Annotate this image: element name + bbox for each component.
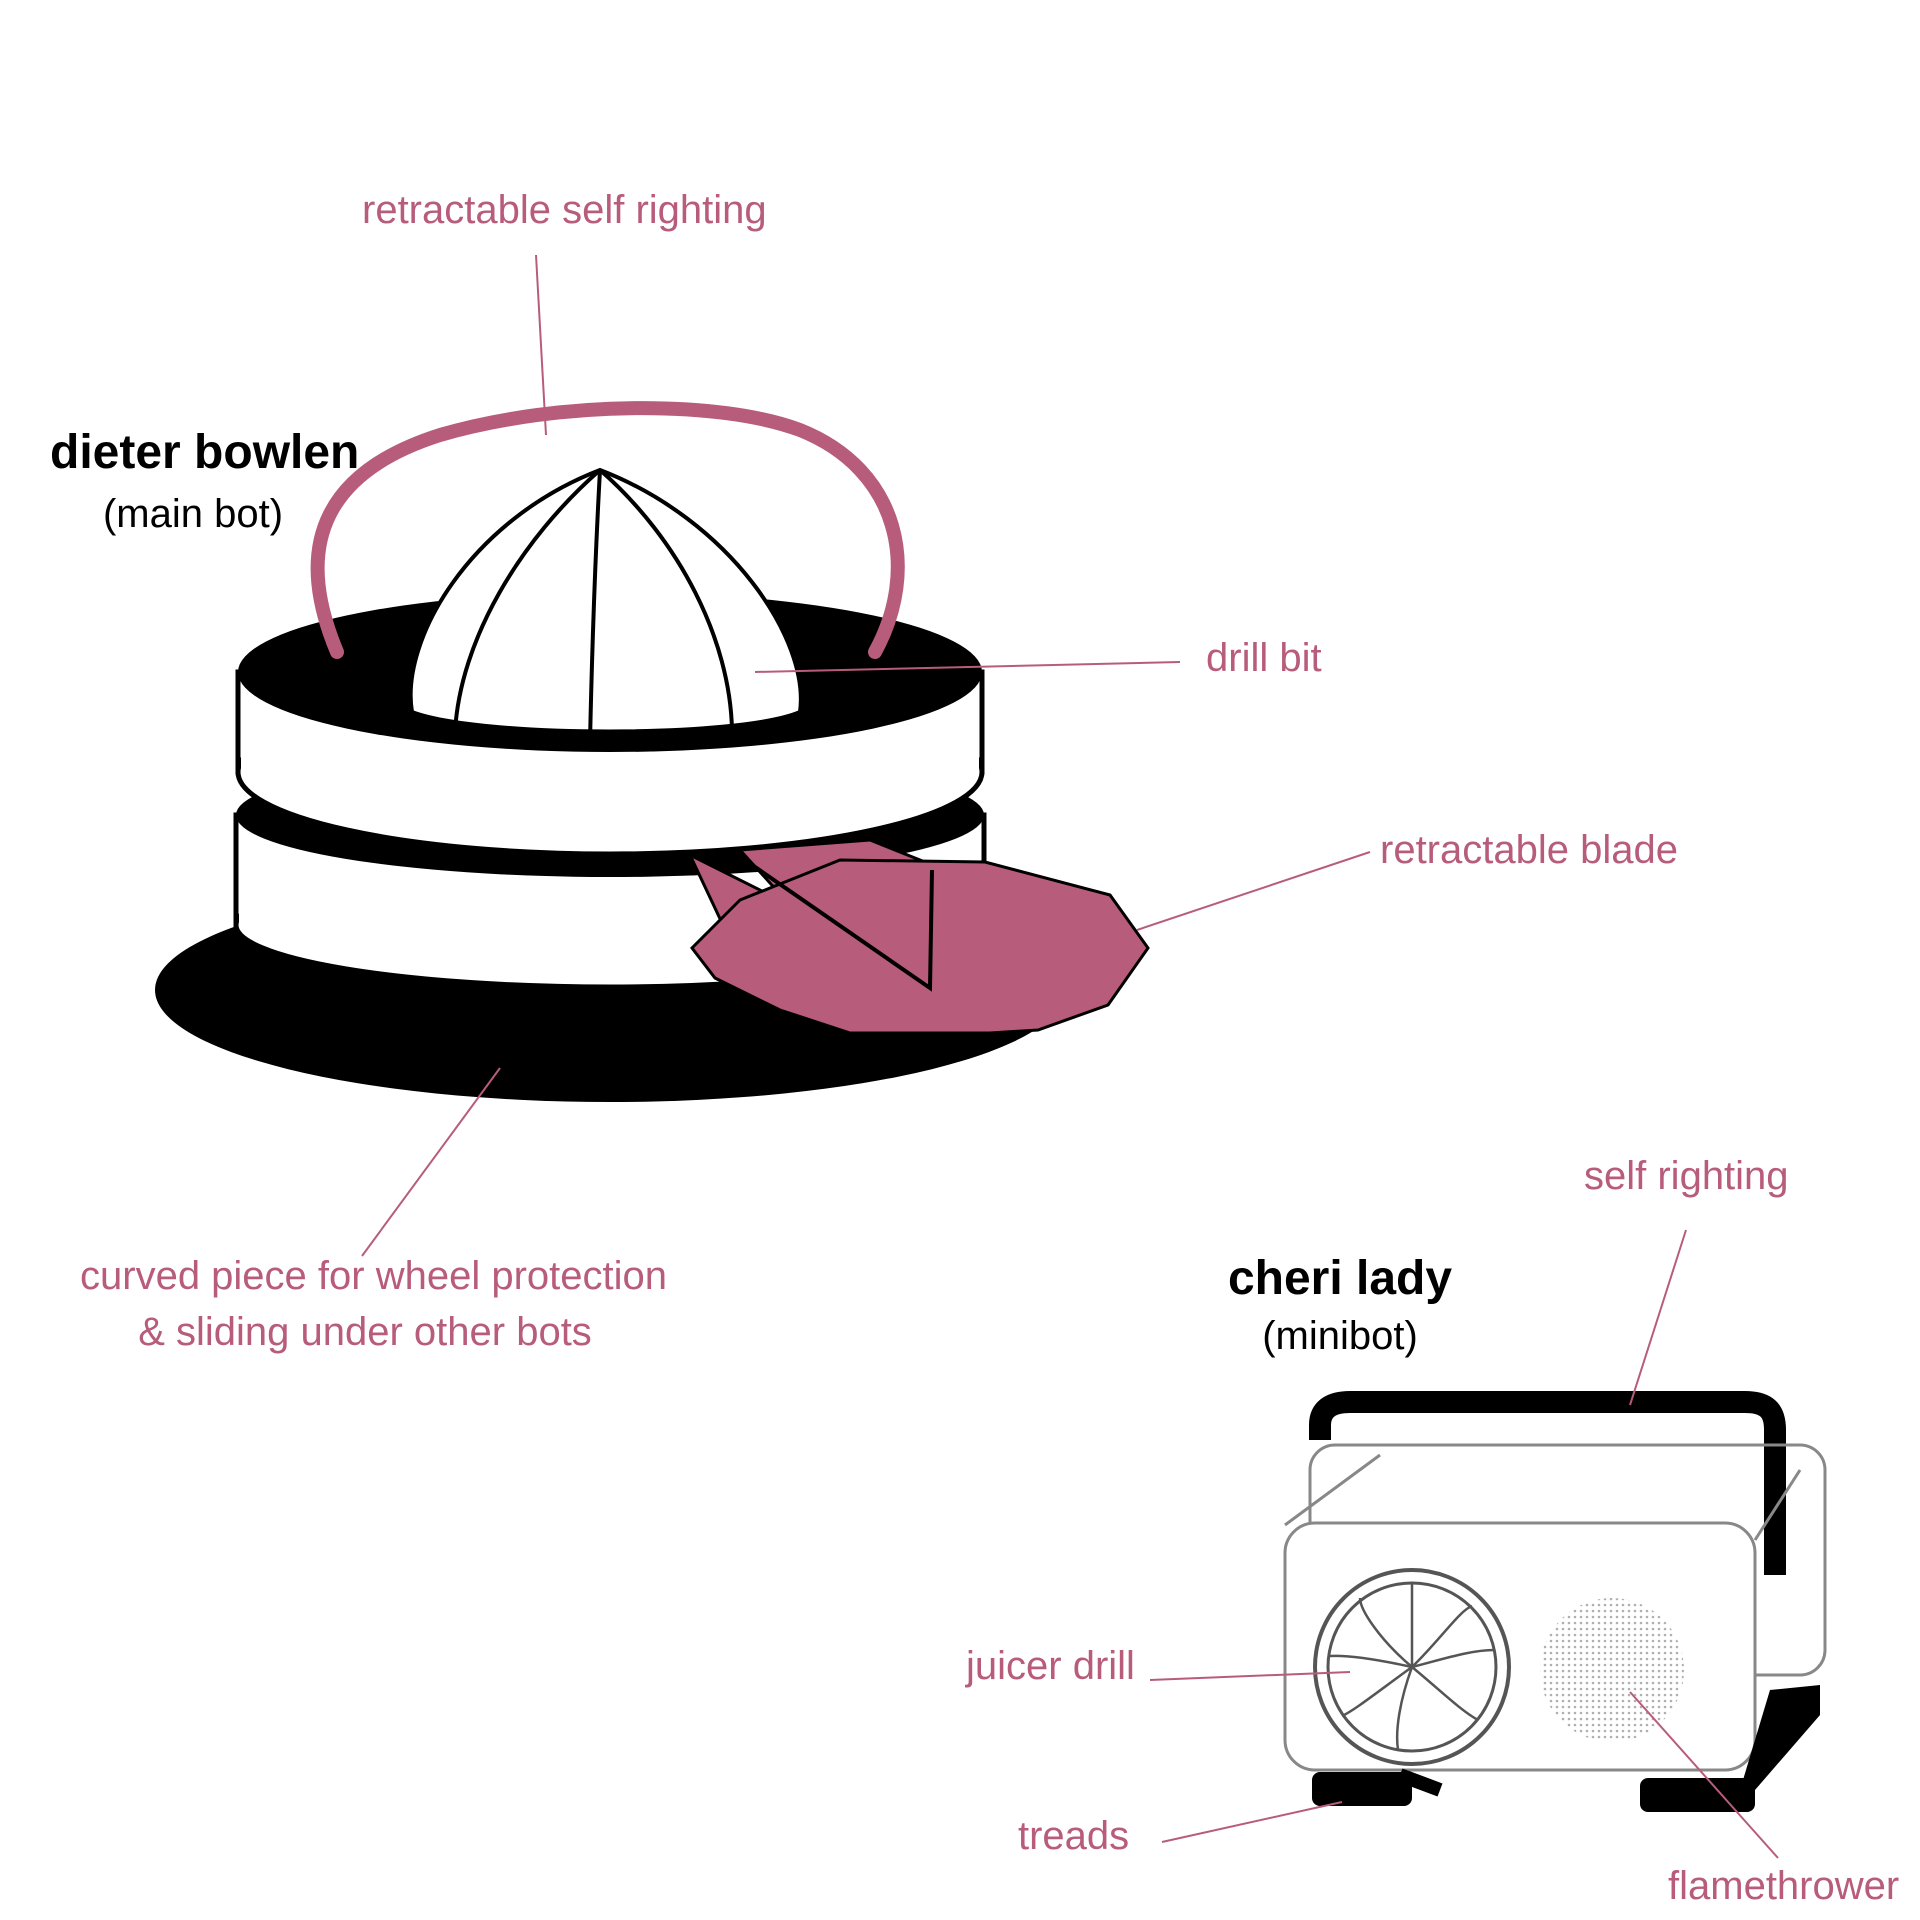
leader-self-righting [535, 254, 547, 436]
front-tread-right [1640, 1778, 1755, 1812]
label-drill-bit: drill bit [1206, 636, 1322, 680]
leader-mini-self-righting [1629, 1229, 1687, 1406]
leader-juicer-drill [1149, 1671, 1351, 1681]
label-flamethrower: flamethrower [1668, 1864, 1900, 1908]
drill-bit-dome [408, 467, 803, 743]
label-treads: treads [1018, 1814, 1130, 1858]
label-wedge-line1: curved piece for wheel protection [80, 1254, 667, 1298]
label-retractable-self-righting: retractable self righting [362, 188, 767, 232]
front-tread-left [1312, 1772, 1412, 1806]
rear-tread [1740, 1685, 1820, 1790]
main-bot-role: (main bot) [102, 492, 284, 536]
leader-flamethrower [1629, 1691, 1779, 1859]
leader-blade [1136, 851, 1371, 931]
leader-drill-bit [754, 661, 1181, 673]
self-righting-handle [1309, 1391, 1786, 1575]
retractable-blade [686, 838, 1150, 1035]
mini-bot-role: (minibot) [1262, 1314, 1418, 1358]
label-mini-self-righting: self righting [1584, 1154, 1789, 1198]
flamethrower-nozzle [1540, 1598, 1684, 1742]
leader-lines [361, 254, 1779, 1859]
mini-bot-name: cheri lady [1227, 1252, 1453, 1305]
main-bot-drawing [155, 401, 1150, 1102]
juicer-drill [1313, 1568, 1511, 1766]
mini-bot-drawing [1283, 1391, 1827, 1812]
leader-treads [1161, 1801, 1343, 1843]
leader-wedge [361, 1067, 501, 1257]
label-retractable-blade: retractable blade [1380, 828, 1678, 872]
label-juicer-drill: juicer drill [966, 1644, 1135, 1688]
label-wedge-line2: & sliding under other bots [138, 1310, 592, 1354]
self-righting-arc [310, 401, 905, 659]
main-bot-name: dieter bowlen [50, 426, 360, 479]
